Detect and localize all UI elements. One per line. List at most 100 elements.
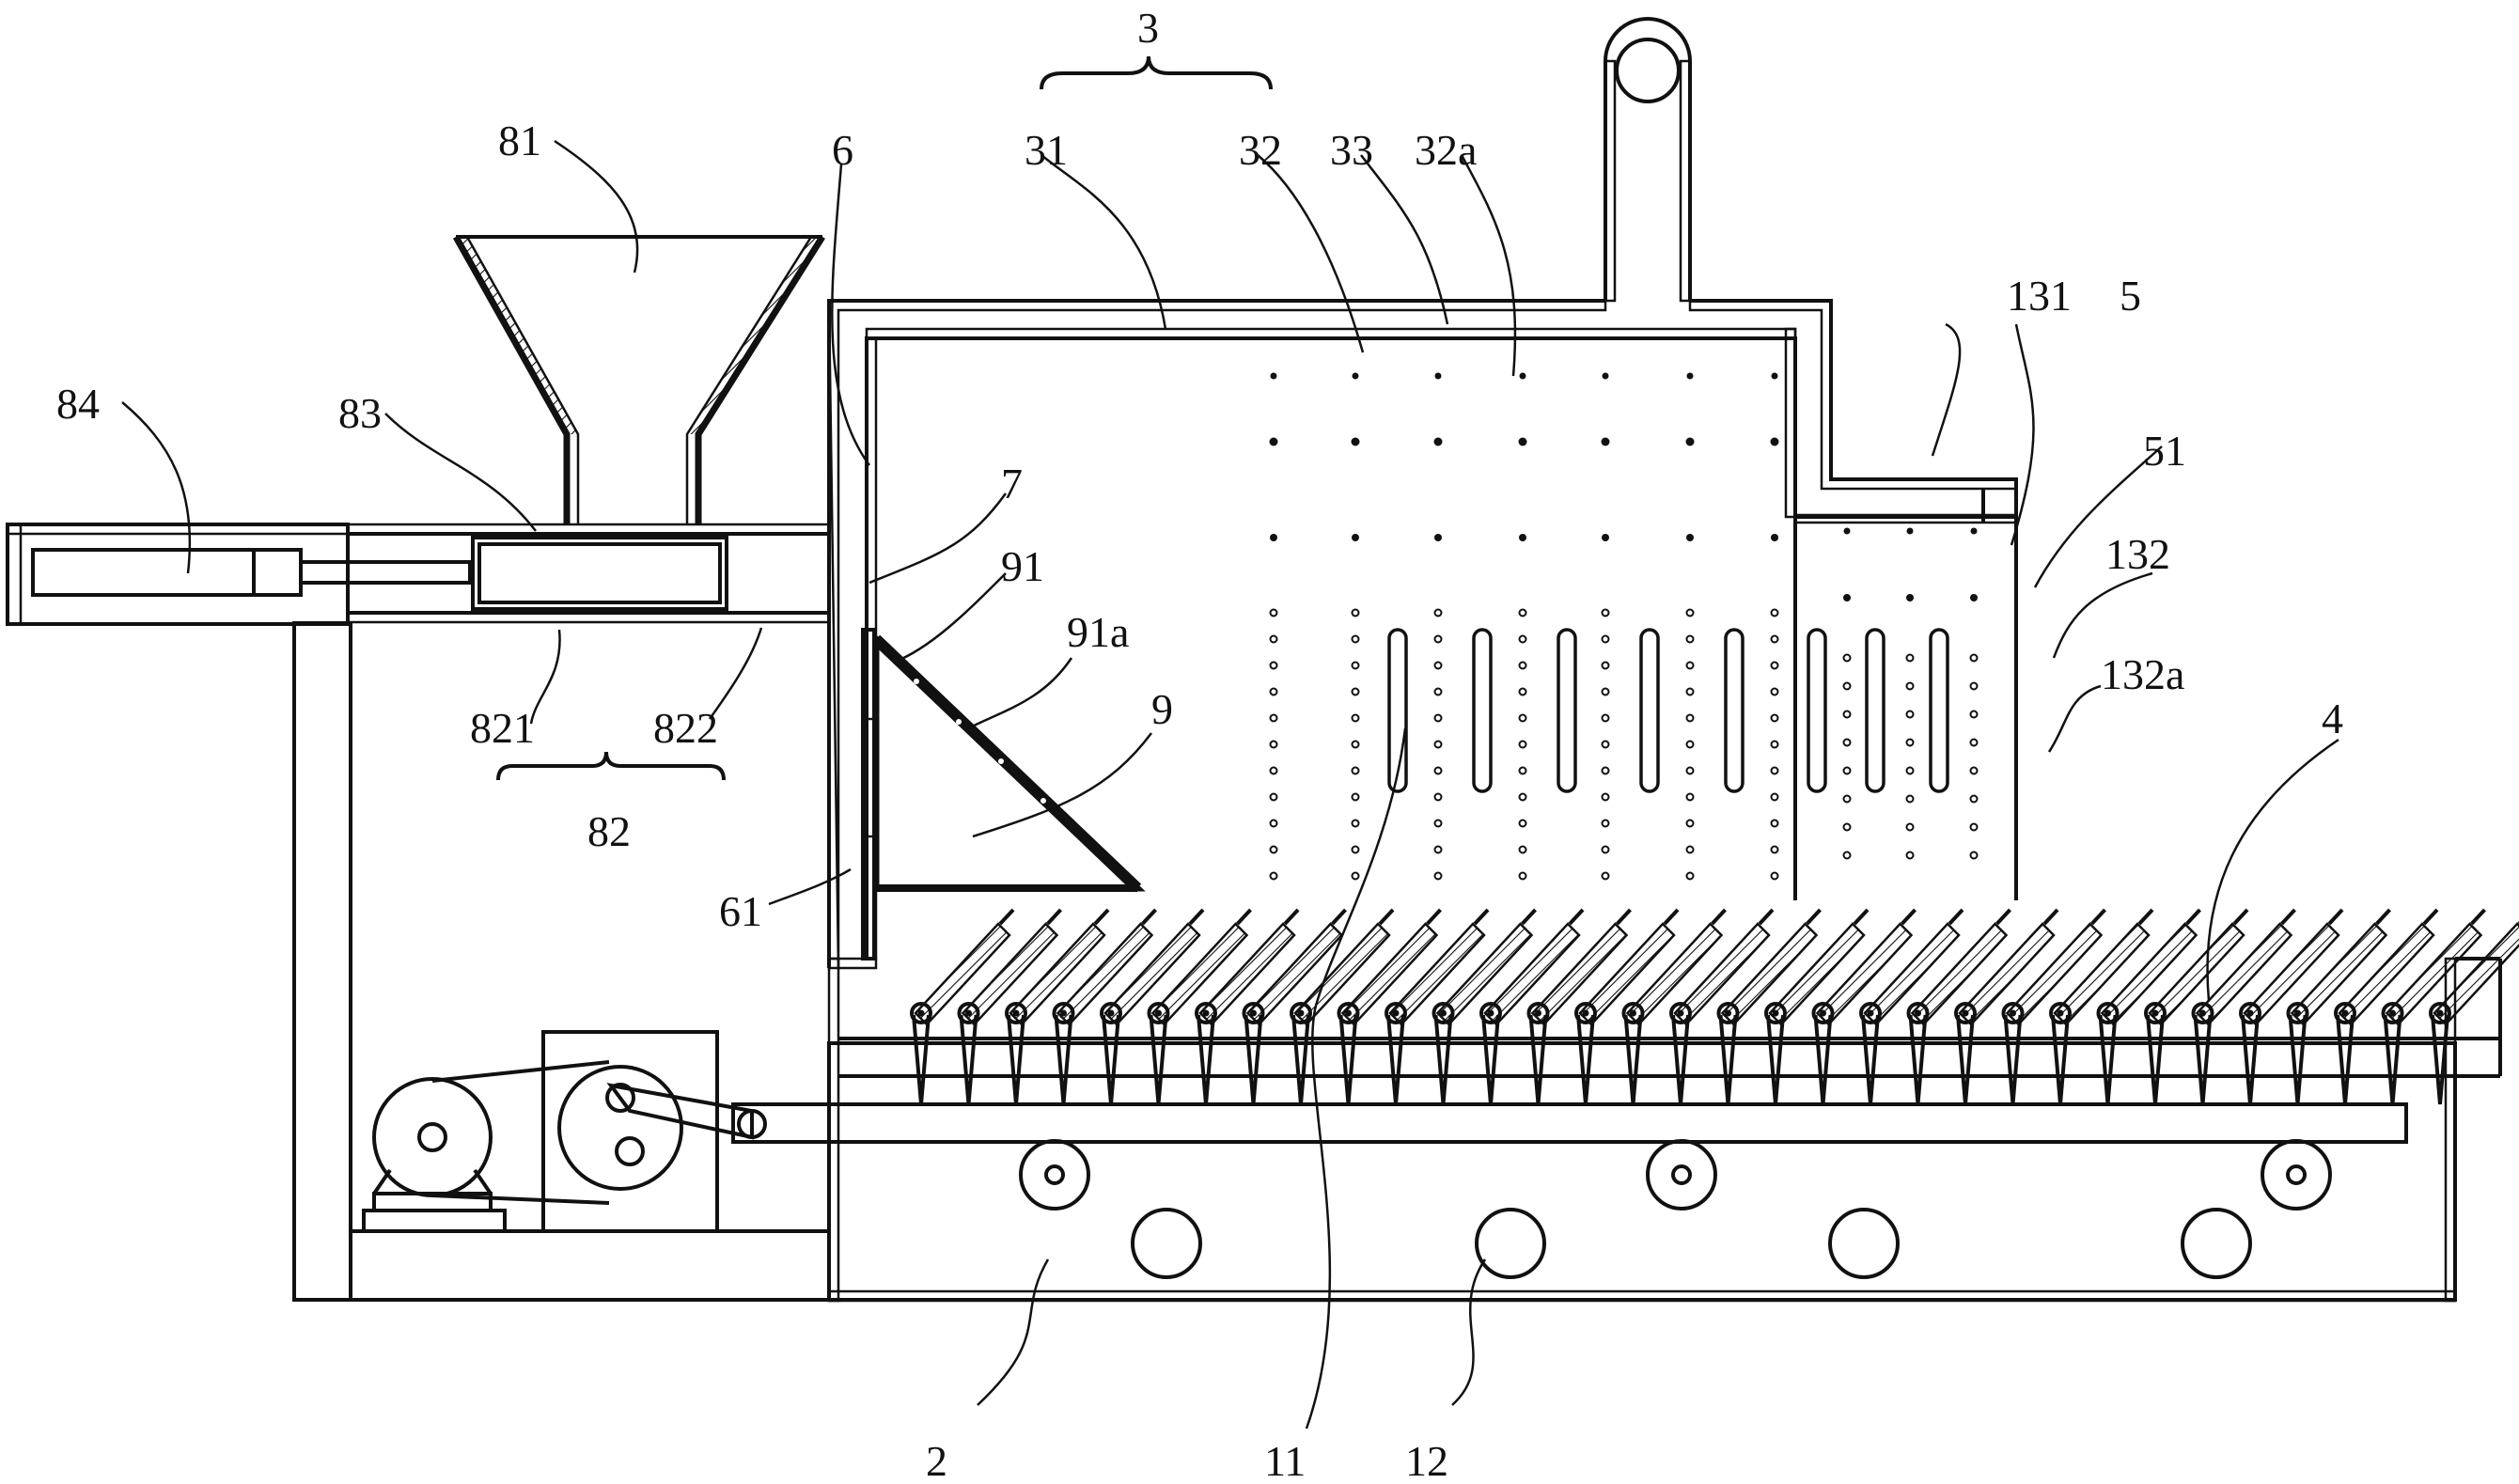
perforation-dot xyxy=(1351,437,1360,446)
feeder-assembly xyxy=(6,235,831,626)
perforation-ring xyxy=(1351,819,1360,828)
perforation-dot xyxy=(1601,437,1610,446)
label-83: 83 xyxy=(338,389,382,437)
perforation-ring xyxy=(1685,871,1695,881)
perforation-ring xyxy=(1685,608,1695,617)
perforation-ring xyxy=(1969,766,1979,775)
leader-lines xyxy=(121,55,2339,1429)
conveyor-fin xyxy=(2001,908,2106,1105)
perforation-ring xyxy=(1351,792,1360,802)
perforation-dot xyxy=(1518,437,1527,446)
label-132: 132 xyxy=(2105,530,2170,578)
perforation-dot xyxy=(1270,534,1277,541)
conveyor-fin xyxy=(1100,908,1205,1105)
perforation-ring xyxy=(1770,766,1779,775)
perforation-ring xyxy=(1351,687,1360,696)
perforation-ring xyxy=(1842,822,1852,832)
perforation-dot xyxy=(1352,534,1359,541)
perforation-ring xyxy=(1905,822,1915,832)
perforation-ring xyxy=(1518,819,1527,828)
perforation-ring xyxy=(1433,766,1443,775)
perforation-ring xyxy=(1685,766,1695,775)
perforation-dot xyxy=(1771,372,1778,380)
perforation-ring xyxy=(1269,792,1278,802)
base-frame xyxy=(292,621,2502,1303)
perforation-ring xyxy=(1269,845,1278,854)
perforation-dot xyxy=(1602,372,1609,380)
perforation-ring xyxy=(1842,738,1852,747)
perforation-ring xyxy=(1685,713,1695,723)
label-32: 32 xyxy=(1239,126,1282,174)
label-132a: 132a xyxy=(2101,650,2184,698)
perforation-ring xyxy=(1518,740,1527,749)
perforation-dot xyxy=(1519,534,1526,541)
perforation-dot xyxy=(1970,594,1978,601)
conveyor-fin xyxy=(2191,908,2296,1105)
perforation-ring xyxy=(1601,661,1610,670)
perforation-ring xyxy=(1601,740,1610,749)
conveyor-fin xyxy=(1479,908,1585,1105)
label-11: 11 xyxy=(1264,1437,1306,1484)
perforation-ring xyxy=(1905,851,1915,860)
perforation-ring xyxy=(1842,681,1852,691)
perforation-ring xyxy=(1601,766,1610,775)
perforation-ring xyxy=(1433,661,1443,670)
perforation-ring xyxy=(1518,687,1527,696)
label-12: 12 xyxy=(1405,1437,1448,1484)
perforation-ring xyxy=(1842,766,1852,775)
perforation-ring xyxy=(1842,794,1852,804)
perforation-ring xyxy=(1433,819,1443,828)
perforation-ring xyxy=(1269,766,1278,775)
perforation-dot xyxy=(1843,527,1851,535)
perforation-ring xyxy=(1269,819,1278,828)
perforation-ring xyxy=(1969,822,1979,832)
conveyor-fin xyxy=(1242,908,1347,1105)
conveyor-fin xyxy=(1526,908,1632,1105)
conveyor-fin xyxy=(1811,908,1917,1105)
perforation-dot xyxy=(1686,372,1694,380)
perforation-ring xyxy=(1685,661,1695,670)
label-7: 7 xyxy=(1001,460,1023,508)
conveyor-fin xyxy=(1432,908,1537,1105)
perforation-ring xyxy=(1905,766,1915,775)
perforation-ring xyxy=(1433,792,1443,802)
perforation-ring xyxy=(1351,713,1360,723)
perforation-ring xyxy=(1601,871,1610,881)
label-51: 51 xyxy=(2143,427,2186,475)
rollers xyxy=(1019,1139,2332,1279)
perforation-ring xyxy=(1601,608,1610,617)
perforation-dot xyxy=(1843,594,1851,601)
perforation-dot xyxy=(1685,437,1695,446)
perforation-ring xyxy=(1842,653,1852,663)
perforation-ring xyxy=(1770,792,1779,802)
drive-mechanism xyxy=(362,1030,767,1233)
conveyor-fin xyxy=(957,908,1062,1105)
perforation-ring xyxy=(1433,713,1443,723)
perforation-ring xyxy=(1269,871,1278,881)
perforation-ring xyxy=(1770,713,1779,723)
perforation-ring xyxy=(1518,766,1527,775)
perforation-dot xyxy=(1771,534,1778,541)
conveyor-fin xyxy=(2286,908,2391,1105)
conveyor-fin xyxy=(2381,908,2486,1105)
perforation-ring xyxy=(1969,851,1979,860)
label-84: 84 xyxy=(56,380,100,428)
perforation-ring xyxy=(1969,738,1979,747)
perforation-ring xyxy=(1905,681,1915,691)
label-91: 91 xyxy=(1001,542,1044,590)
perforation-ring xyxy=(1269,740,1278,749)
perforation-ring xyxy=(1685,634,1695,644)
perforation-ring xyxy=(1433,871,1443,881)
perforation-dot xyxy=(1519,372,1526,380)
perforation-ring xyxy=(1905,738,1915,747)
perforation-ring xyxy=(1685,819,1695,828)
perforation-ring xyxy=(1905,653,1915,663)
perforation-ring xyxy=(1269,713,1278,723)
conveyor-fin xyxy=(1669,908,1775,1105)
perforation-ring xyxy=(1518,713,1527,723)
perforations xyxy=(1269,372,1979,881)
label-33: 33 xyxy=(1330,126,1373,174)
conveyor-fin xyxy=(1859,908,1964,1105)
perforation-ring xyxy=(1269,687,1278,696)
perforation-ring xyxy=(1518,792,1527,802)
